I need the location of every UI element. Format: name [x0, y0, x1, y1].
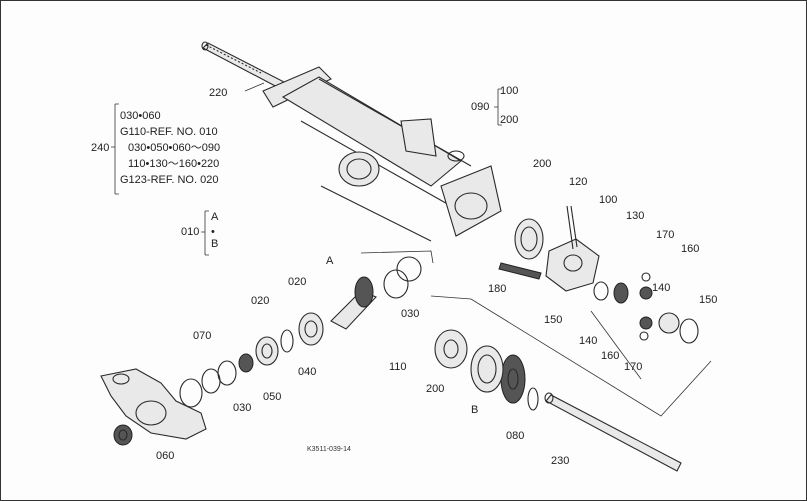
callout-170-lower: 170 [624, 361, 642, 373]
washer-030-lower [217, 360, 237, 386]
group-010: 010 A • B [181, 210, 219, 256]
group-090-ref: 090 [471, 101, 489, 113]
callout-080: 080 [506, 430, 524, 442]
callout-120: 120 [569, 176, 587, 188]
group-090: 090 100 200 [471, 85, 518, 126]
drawing-code: K3511-039-14 [307, 446, 351, 453]
differential-case-100 [545, 205, 600, 292]
callout-150-right: 150 [699, 294, 717, 306]
pinion-gears-140-160 [593, 272, 699, 344]
callout-100: 100 [599, 194, 617, 206]
group-240-line-4: 110•130～160•220 [128, 158, 219, 170]
bearing-200-lower [470, 345, 504, 393]
spacer-040 [280, 329, 294, 353]
axle-shaft-220 [201, 41, 287, 90]
callout-160-upper: 160 [681, 243, 699, 255]
gear-110 [434, 329, 468, 369]
callout-230: 230 [551, 455, 569, 467]
callout-030-lower: 030 [233, 402, 251, 414]
assembly-lines [244, 82, 712, 417]
callout-B: B [471, 404, 478, 416]
callout-060: 060 [156, 450, 174, 462]
group-010-bottom: B [211, 238, 218, 250]
callout-140-left: 140 [579, 335, 597, 347]
axle-housing [262, 66, 502, 242]
nut-050 [238, 353, 254, 373]
group-240-line-5: G123-REF. NO. 020 [120, 174, 218, 186]
callout-160-lower: 160 [601, 350, 619, 362]
bolt-180 [498, 262, 542, 280]
callout-030-right: 030 [401, 308, 419, 320]
axle-shaft-230 [544, 392, 682, 472]
group-240-ref: 240 [91, 142, 109, 154]
callout-040: 040 [298, 366, 316, 378]
group-240-line-2: G110-REF. NO. 010 [120, 126, 218, 138]
group-240: 240 030•060 G110-REF. NO. 010 030•050•06… [91, 103, 220, 195]
callout-050: 050 [263, 391, 281, 403]
callout-150-left: 150 [544, 314, 562, 326]
seal-060 [113, 424, 133, 446]
group-010-top: A [211, 211, 219, 223]
washer-080 [527, 387, 539, 411]
callouts: 220 200 120 100 130 170 160 180 150 140 … [156, 87, 717, 467]
callout-200-lower: 200 [426, 383, 444, 395]
callout-200-upper: 200 [533, 158, 551, 170]
knuckle-bracket [100, 368, 207, 440]
group-010-ref: 010 [181, 226, 199, 238]
ring-070 [179, 368, 221, 408]
group-090-top: 100 [500, 85, 518, 97]
bevel-pinion-A [330, 276, 377, 330]
bearing-020-upper [298, 312, 324, 346]
callout-220: 220 [209, 87, 227, 99]
callout-130: 130 [626, 210, 644, 222]
callout-140-right: 140 [652, 282, 670, 294]
callout-180: 180 [488, 283, 506, 295]
callout-170-upper: 170 [656, 229, 674, 241]
group-090-bottom: 200 [500, 114, 518, 126]
callout-020-left: 020 [251, 295, 269, 307]
bearing-020-left [255, 336, 279, 366]
group-240-line-3: 030•050•060～090 [128, 142, 220, 154]
callout-A: A [326, 255, 334, 267]
group-240-line-1: 030•060 [120, 110, 161, 122]
bearing-200-upper [514, 218, 544, 260]
seal-030-right [383, 256, 422, 299]
callout-070: 070 [193, 330, 211, 342]
callout-020-upper: 020 [288, 276, 306, 288]
ring-gear-B [500, 354, 526, 404]
group-010-mid: • [211, 226, 215, 238]
callout-110: 110 [389, 361, 407, 373]
